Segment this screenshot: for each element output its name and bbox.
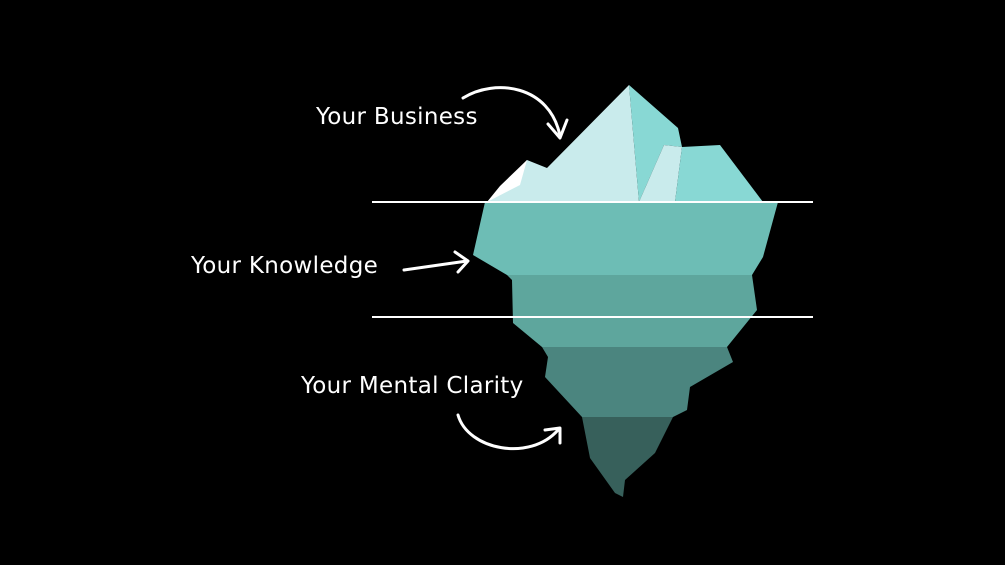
arrow-business-icon: [461, 86, 569, 140]
label-knowledge: Your Knowledge: [191, 253, 379, 279]
iceberg-tip-main: [487, 85, 639, 202]
iceberg-band-1: [473, 202, 778, 275]
label-business: Your Business: [316, 104, 478, 130]
iceberg-tip-shard: [639, 145, 682, 202]
label-mental-clarity: Your Mental Clarity: [301, 373, 524, 399]
iceberg-tip-highlight: [487, 160, 527, 202]
iceberg-band-2: [507, 275, 757, 347]
iceberg-tip-shade: [629, 85, 682, 202]
arrow-knowledge-icon: [402, 250, 470, 274]
iceberg-band-3: [542, 347, 733, 417]
iceberg: [473, 85, 778, 497]
iceberg-band-4: [582, 417, 673, 497]
arrow-clarity-icon: [456, 413, 562, 451]
iceberg-tip-right: [675, 145, 763, 202]
